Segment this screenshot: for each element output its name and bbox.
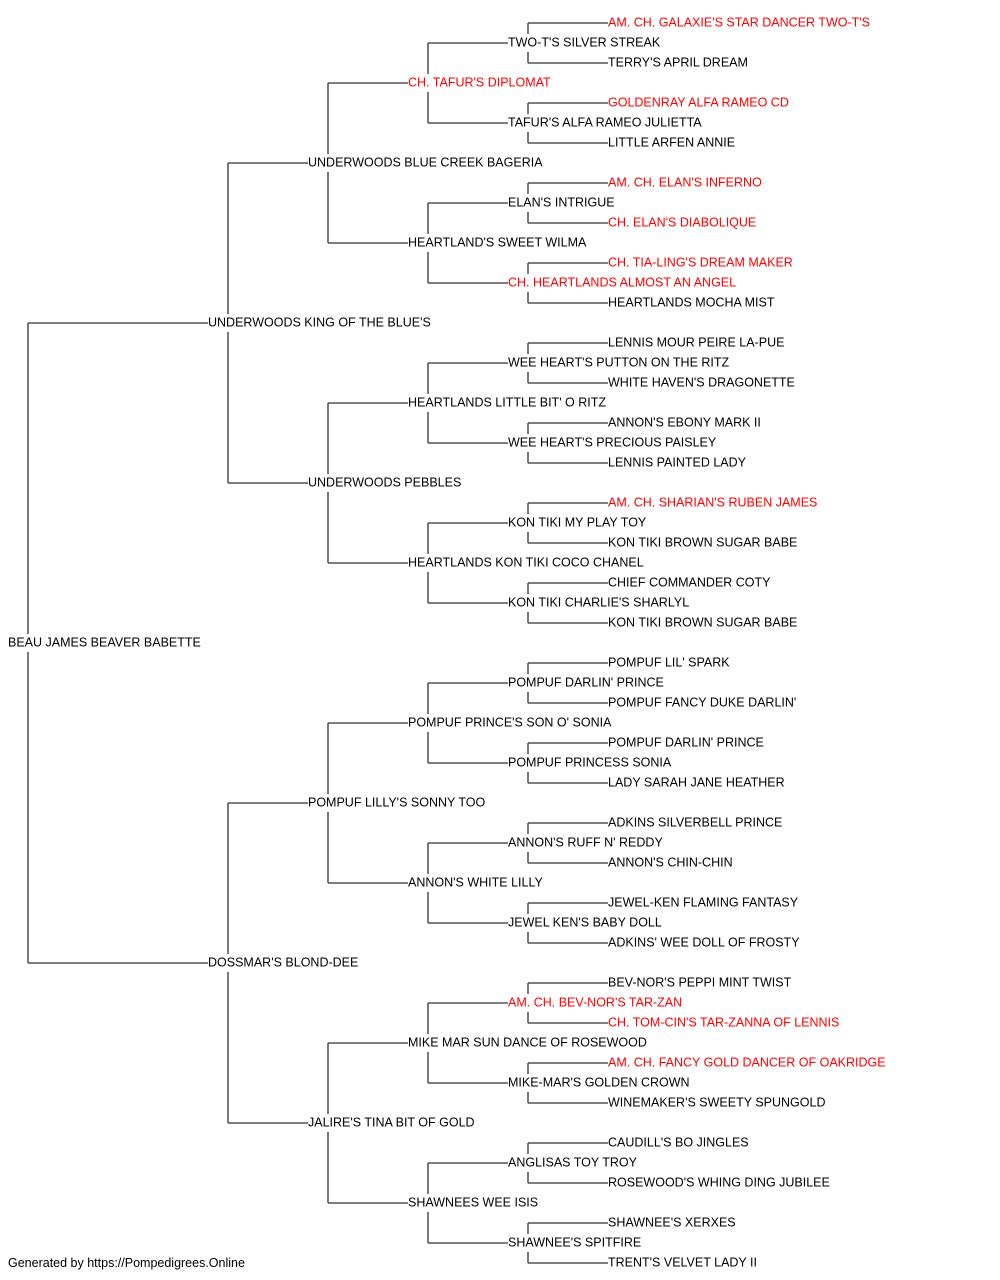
ancestor-name: JEWEL KEN'S BABY DOLL bbox=[508, 915, 662, 929]
ancestor-name: WINEMAKER'S SWEETY SPUNGOLD bbox=[608, 1095, 825, 1109]
ancestor-name: DOSSMAR'S BLOND-DEE bbox=[208, 955, 358, 969]
ancestor-name: HEARTLANDS LITTLE BIT' O RITZ bbox=[408, 395, 606, 409]
ancestor-name: ANNON'S RUFF N' REDDY bbox=[508, 835, 663, 849]
ancestor-name: POMPUF DARLIN' PRINCE bbox=[508, 675, 664, 689]
ancestor-name: WEE HEART'S PRECIOUS PAISLEY bbox=[508, 435, 717, 449]
ancestor-name: JEWEL-KEN FLAMING FANTASY bbox=[608, 895, 799, 909]
ancestor-name: JALIRE'S TINA BIT OF GOLD bbox=[308, 1115, 475, 1129]
ancestor-name: LENNIS PAINTED LADY bbox=[608, 455, 747, 469]
ancestor-name: CH. TIA-LING'S DREAM MAKER bbox=[608, 255, 793, 269]
ancestor-name: MIKE MAR SUN DANCE OF ROSEWOOD bbox=[408, 1035, 647, 1049]
ancestor-name: AM. CH. ELAN'S INFERNO bbox=[608, 175, 762, 189]
ancestor-name: CH. HEARTLANDS ALMOST AN ANGEL bbox=[508, 275, 736, 289]
ancestor-name: KON TIKI MY PLAY TOY bbox=[508, 515, 647, 529]
ancestor-name: ANGLISAS TOY TROY bbox=[508, 1155, 638, 1169]
ancestor-name: LADY SARAH JANE HEATHER bbox=[608, 775, 785, 789]
ancestor-name: POMPUF PRINCE'S SON O' SONIA bbox=[408, 715, 612, 729]
ancestor-name: POMPUF LIL' SPARK bbox=[608, 655, 730, 669]
ancestor-name: POMPUF FANCY DUKE DARLIN' bbox=[608, 695, 796, 709]
ancestor-name: UNDERWOODS KING OF THE BLUE'S bbox=[208, 315, 431, 329]
ancestor-name: AM. CH. FANCY GOLD DANCER OF OAKRIDGE bbox=[608, 1055, 886, 1069]
ancestor-name: WHITE HAVEN'S DRAGONETTE bbox=[608, 375, 795, 389]
ancestor-name: AM. CH. GALAXIE'S STAR DANCER TWO-T'S bbox=[608, 15, 870, 29]
ancestor-name: HEARTLANDS MOCHA MIST bbox=[608, 295, 775, 309]
generated-by-footer: Generated by https://Pompedigrees.Online bbox=[8, 1256, 245, 1270]
ancestor-name: ANNON'S WHITE LILLY bbox=[408, 875, 543, 889]
ancestor-name: SHAWNEES WEE ISIS bbox=[408, 1195, 538, 1209]
ancestor-name: POMPUF DARLIN' PRINCE bbox=[608, 735, 764, 749]
ancestor-name: AM. CH. BEV-NOR'S TAR-ZAN bbox=[508, 995, 682, 1009]
ancestor-name: CH. ELAN'S DIABOLIQUE bbox=[608, 215, 756, 229]
ancestor-name: CAUDILL'S BO JINGLES bbox=[608, 1135, 749, 1149]
ancestor-name: GOLDENRAY ALFA RAMEO CD bbox=[608, 95, 789, 109]
ancestor-name: LENNIS MOUR PEIRE LA-PUE bbox=[608, 335, 784, 349]
ancestor-name: CHIEF COMMANDER COTY bbox=[608, 575, 771, 589]
ancestor-name: SHAWNEE'S XERXES bbox=[608, 1215, 736, 1229]
ancestor-name: WEE HEART'S PUTTON ON THE RITZ bbox=[508, 355, 730, 369]
ancestor-name: MIKE-MAR'S GOLDEN CROWN bbox=[508, 1075, 690, 1089]
ancestor-name: KON TIKI BROWN SUGAR BABE bbox=[608, 535, 797, 549]
ancestor-name: HEARTLAND'S SWEET WILMA bbox=[408, 235, 587, 249]
ancestor-name: TRENT'S VELVET LADY II bbox=[608, 1255, 757, 1269]
ancestor-name: KON TIKI CHARLIE'S SHARLYL bbox=[508, 595, 689, 609]
subject-name: BEAU JAMES BEAVER BABETTE bbox=[8, 635, 201, 649]
ancestor-name: UNDERWOODS BLUE CREEK BAGERIA bbox=[308, 155, 543, 169]
ancestor-name: HEARTLANDS KON TIKI COCO CHANEL bbox=[408, 555, 644, 569]
ancestor-name: POMPUF LILLY'S SONNY TOO bbox=[308, 795, 485, 809]
ancestor-name: ROSEWOOD'S WHING DING JUBILEE bbox=[608, 1175, 830, 1189]
ancestor-name: ADKINS' WEE DOLL OF FROSTY bbox=[608, 935, 800, 949]
ancestor-name: KON TIKI BROWN SUGAR BABE bbox=[608, 615, 797, 629]
ancestor-name: POMPUF PRINCESS SONIA bbox=[508, 755, 672, 769]
ancestor-name: CH. TAFUR'S DIPLOMAT bbox=[408, 75, 551, 89]
ancestor-name: SHAWNEE'S SPITFIRE bbox=[508, 1235, 641, 1249]
ancestor-name: ANNON'S CHIN-CHIN bbox=[608, 855, 733, 869]
ancestor-name: ADKINS SILVERBELL PRINCE bbox=[608, 815, 782, 829]
ancestor-name: TWO-T'S SILVER STREAK bbox=[508, 35, 661, 49]
ancestor-name: BEV-NOR'S PEPPI MINT TWIST bbox=[608, 975, 792, 989]
ancestor-name: ELAN'S INTRIGUE bbox=[508, 195, 615, 209]
ancestor-name: UNDERWOODS PEBBLES bbox=[308, 475, 461, 489]
ancestor-name: TERRY'S APRIL DREAM bbox=[608, 55, 748, 69]
ancestor-name: TAFUR'S ALFA RAMEO JULIETTA bbox=[508, 115, 702, 129]
ancestor-name: LITTLE ARFEN ANNIE bbox=[608, 135, 735, 149]
ancestor-name: ANNON'S EBONY MARK II bbox=[608, 415, 761, 429]
ancestor-name: CH. TOM-CIN'S TAR-ZANNA OF LENNIS bbox=[608, 1015, 839, 1029]
ancestor-name: AM. CH. SHARIAN'S RUBEN JAMES bbox=[608, 495, 817, 509]
